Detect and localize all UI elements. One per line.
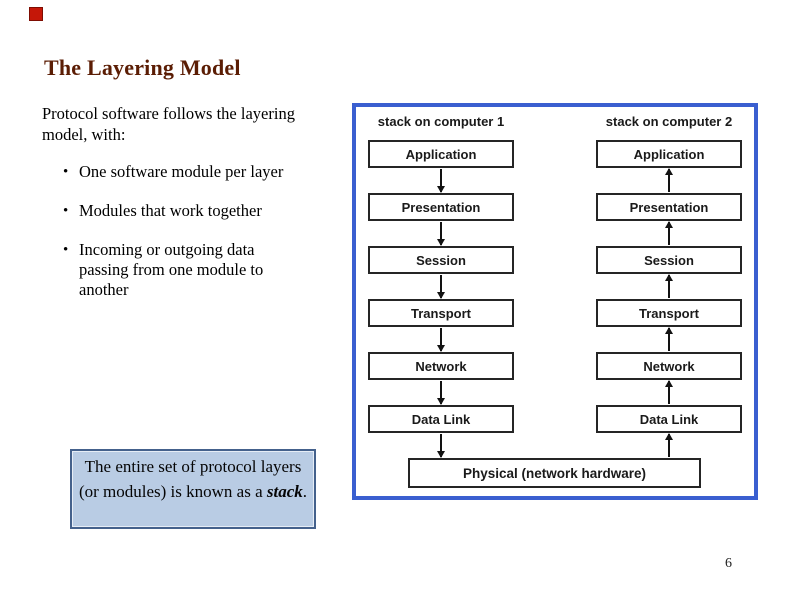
page-number: 6: [725, 556, 732, 571]
stack1-layer-transport: Transport: [368, 299, 514, 327]
up-arrow: [596, 327, 742, 352]
up-arrow: [596, 380, 742, 405]
down-arrow: [368, 168, 514, 193]
physical-layer-box: Physical (network hardware): [408, 458, 701, 488]
stack2-layer-presentation: Presentation: [596, 193, 742, 221]
up-arrow: [596, 168, 742, 193]
bullet-text: One software module per layer: [79, 162, 284, 181]
stack1-layer-datalink: Data Link: [368, 405, 514, 433]
stack1-layer-session: Session: [368, 246, 514, 274]
stack2-layer-transport: Transport: [596, 299, 742, 327]
stack2: Application Presentation Session Transpo…: [596, 140, 742, 458]
callout-text: The entire set of protocol layers (or mo…: [78, 457, 302, 501]
up-arrow: [596, 221, 742, 246]
layering-diagram: stack on computer 1 stack on computer 2 …: [352, 103, 758, 500]
bullet-text: Incoming or outgoing data passing from o…: [79, 240, 264, 299]
down-arrow: [368, 380, 514, 405]
stack2-layer-datalink: Data Link: [596, 405, 742, 433]
up-arrow: [596, 274, 742, 299]
down-arrow: [368, 433, 514, 458]
slide-title: The Layering Model: [44, 55, 241, 80]
down-arrow: [368, 274, 514, 299]
stack2-layer-session: Session: [596, 246, 742, 274]
bullet-item: • One software module per layer: [63, 162, 283, 182]
stack-definition-callout: The entire set of protocol layers (or mo…: [70, 449, 316, 529]
bullet-marker: •: [63, 164, 69, 180]
stack1: Application Presentation Session Transpo…: [368, 140, 514, 458]
bullet-item: • Modules that work together: [63, 201, 262, 221]
callout-period: .: [302, 482, 308, 501]
stack1-layer-application: Application: [368, 140, 514, 168]
stack2-layer-application: Application: [596, 140, 742, 168]
slide-accent-square: [29, 7, 43, 21]
stack1-header: stack on computer 1: [377, 114, 505, 129]
intro-paragraph: Protocol software follows the layering m…: [42, 104, 295, 144]
stack2-header: stack on computer 2: [605, 114, 733, 129]
stack2-layer-network: Network: [596, 352, 742, 380]
up-arrow: [596, 433, 742, 458]
callout-emphasis-stack: stack: [266, 482, 303, 501]
bullet-marker: •: [63, 203, 69, 219]
bullet-text: Modules that work together: [79, 201, 262, 220]
bullet-item: • Incoming or outgoing data passing from…: [63, 240, 293, 300]
bullet-marker: •: [63, 242, 69, 258]
stack1-layer-presentation: Presentation: [368, 193, 514, 221]
down-arrow: [368, 327, 514, 352]
stack1-layer-network: Network: [368, 352, 514, 380]
down-arrow: [368, 221, 514, 246]
